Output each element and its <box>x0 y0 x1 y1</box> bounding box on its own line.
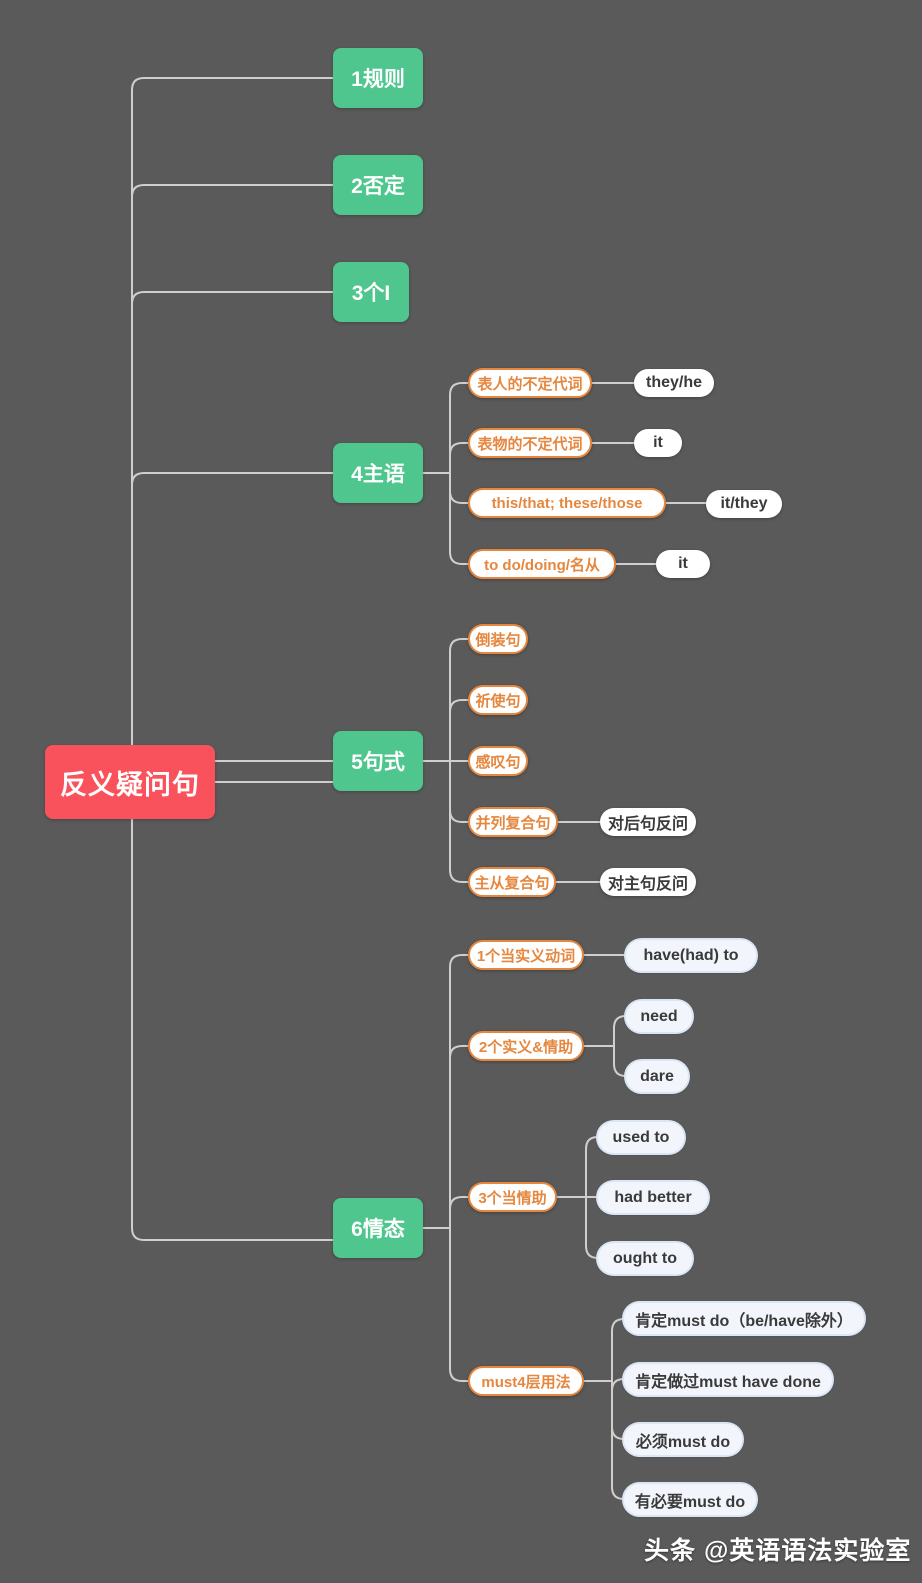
sub-node-imperative[interactable]: 祈使句 <box>468 685 528 715</box>
branch-node-4[interactable]: 4主语 <box>333 443 423 503</box>
sub-node-indefinite-person[interactable]: 表人的不定代词 <box>468 368 592 398</box>
leaf-node-ought-to[interactable]: ought to <box>598 1243 692 1274</box>
branch-node-5[interactable]: 5句式 <box>333 731 423 791</box>
sub-node-compound[interactable]: 并列复合句 <box>468 807 558 837</box>
sub-node-indefinite-thing[interactable]: 表物的不定代词 <box>468 428 592 458</box>
sub-node-three-modal-aux[interactable]: 3个当情助 <box>468 1182 557 1212</box>
leaf-node-it-they[interactable]: it/they <box>706 490 782 518</box>
branch-node-6[interactable]: 6情态 <box>333 1198 423 1258</box>
leaf-node-must-do-needed[interactable]: 有必要must do <box>624 1484 756 1515</box>
leaf-node-it-2[interactable]: it <box>656 550 710 578</box>
sub-node-complex[interactable]: 主从复合句 <box>468 867 556 897</box>
branch-node-1[interactable]: 1规则 <box>333 48 423 108</box>
leaf-node-ask-main-clause[interactable]: 对主句反问 <box>600 868 696 896</box>
leaf-node-have-had-to[interactable]: have(had) to <box>626 940 756 971</box>
leaf-node-it-1[interactable]: it <box>634 429 682 457</box>
leaf-node-dare[interactable]: dare <box>626 1061 688 1092</box>
sub-node-two-notional-modal[interactable]: 2个实义&情助 <box>468 1031 584 1061</box>
leaf-node-ask-latter-clause[interactable]: 对后句反问 <box>600 808 696 836</box>
sub-node-must-four-usages[interactable]: must4层用法 <box>468 1366 584 1396</box>
leaf-node-must-have-done[interactable]: 肯定做过must have done <box>624 1364 832 1395</box>
branch-node-2[interactable]: 2否定 <box>333 155 423 215</box>
sub-node-one-notional-verb[interactable]: 1个当实义动词 <box>468 940 584 970</box>
sub-node-todo-doing-clause[interactable]: to do/doing/名从 <box>468 549 616 579</box>
leaf-node-must-do-affirmative[interactable]: 肯定must do（be/have除外） <box>624 1303 864 1334</box>
sub-node-demonstratives[interactable]: this/that; these/those <box>468 488 666 518</box>
sub-node-exclamatory[interactable]: 感叹句 <box>468 746 528 776</box>
leaf-node-had-better[interactable]: had better <box>598 1182 708 1213</box>
sub-node-inversion[interactable]: 倒装句 <box>468 624 528 654</box>
watermark-text: 头条 @英语语法实验室 <box>644 1537 912 1565</box>
leaf-node-used-to[interactable]: used to <box>598 1122 684 1153</box>
leaf-node-need[interactable]: need <box>626 1001 692 1032</box>
branch-node-3[interactable]: 3个I <box>333 262 409 322</box>
root-node[interactable]: 反义疑问句 <box>45 745 215 819</box>
leaf-node-they-he[interactable]: they/he <box>634 369 714 397</box>
leaf-node-must-do-necessity[interactable]: 必须must do <box>624 1424 742 1455</box>
